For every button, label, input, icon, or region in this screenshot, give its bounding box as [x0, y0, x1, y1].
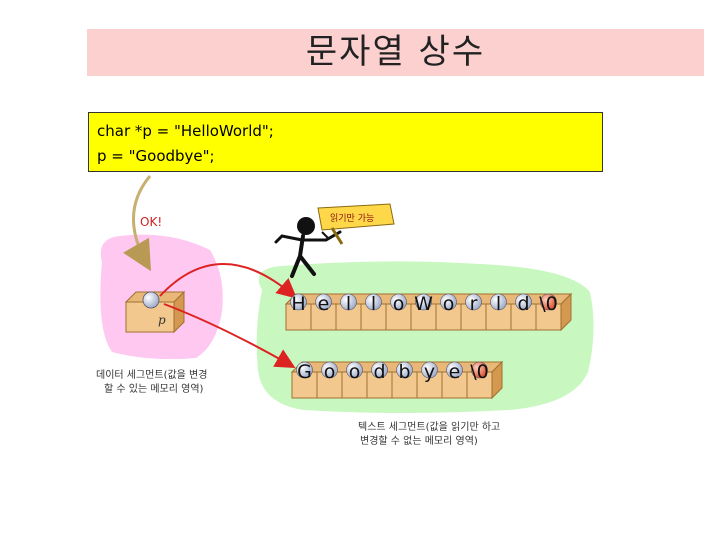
helloworld-char: d — [517, 293, 529, 315]
helloworld-cell — [435, 303, 462, 331]
goodbye-char: b — [398, 361, 410, 383]
helloworld-char: o — [443, 293, 455, 315]
helloworld-ball — [315, 293, 332, 311]
arrow-to-goodbye — [163, 303, 296, 368]
helloworld-char: W — [414, 293, 433, 315]
helloworld-ball — [465, 293, 482, 311]
helloworld-ball — [415, 293, 432, 311]
goodbye-ball — [321, 361, 338, 379]
text-segment-caption-1: 텍스트 세그먼트(값을 읽기만 하고 — [358, 420, 500, 433]
data-segment-caption-1: 데이터 세그먼트(값을 변경 — [96, 368, 207, 381]
helloworld-ball — [365, 293, 382, 311]
ok-arrow — [123, 175, 152, 272]
helloworld-char: \0 — [539, 293, 558, 315]
goodbye-char: d — [373, 361, 385, 383]
goodbye-ball — [346, 361, 363, 379]
helloworld-ball — [490, 293, 507, 311]
code-line-2: p = "Goodbye"; — [97, 147, 215, 165]
helloworld-char: o — [393, 293, 405, 315]
helloworld-char: r — [470, 293, 478, 315]
pointer-label: p — [158, 313, 166, 327]
page-title: 문자열 상수 — [305, 32, 486, 72]
helloworld-char: l — [371, 293, 376, 315]
goodbye-ball — [446, 361, 463, 379]
sign-label: 읽기만 가능 — [330, 213, 374, 224]
pointer-ball — [142, 291, 160, 309]
goodbye-char: \0 — [470, 361, 489, 383]
helloworld-ball — [515, 293, 532, 311]
helloworld-ball — [390, 293, 407, 311]
helloworld-char: l — [496, 293, 501, 315]
helloworld-ball — [540, 293, 557, 311]
title-banner: 문자열 상수 — [87, 29, 704, 76]
sign-board — [317, 203, 395, 231]
goodbye-ball — [296, 361, 313, 379]
stick-figure: 읽기만 가능 — [274, 203, 395, 278]
goodbye-ball — [396, 361, 413, 379]
helloworld-ball — [440, 293, 457, 311]
arrow-to-helloworld — [159, 263, 298, 299]
goodbye-char: o — [349, 361, 361, 383]
goodbye-char: e — [449, 361, 461, 383]
helloworld-char: H — [291, 293, 305, 315]
code-line-1: char *p = "HelloWorld"; — [97, 122, 274, 140]
helloworld-char: l — [346, 293, 351, 315]
goodbye-char: G — [297, 361, 312, 383]
goodbye-char: y — [424, 361, 435, 383]
goodbye-ball — [471, 361, 488, 379]
goodbye-char: o — [324, 361, 336, 383]
code-box: char *p = "HelloWorld"; p = "Goodbye"; — [88, 112, 603, 172]
helloworld-ball — [340, 293, 357, 311]
helloworld-char: e — [318, 293, 330, 315]
helloworld-ball — [290, 293, 307, 311]
goodbye-ball — [371, 361, 388, 379]
pointer-box: p — [124, 290, 186, 334]
goodbye-ball — [421, 361, 438, 379]
data-segment-caption-2: 할 수 있는 메모리 영역) — [104, 383, 204, 395]
ok-label: OK! — [140, 215, 162, 229]
text-segment-caption-2: 변경할 수 없는 메모리 영역) — [360, 434, 478, 447]
